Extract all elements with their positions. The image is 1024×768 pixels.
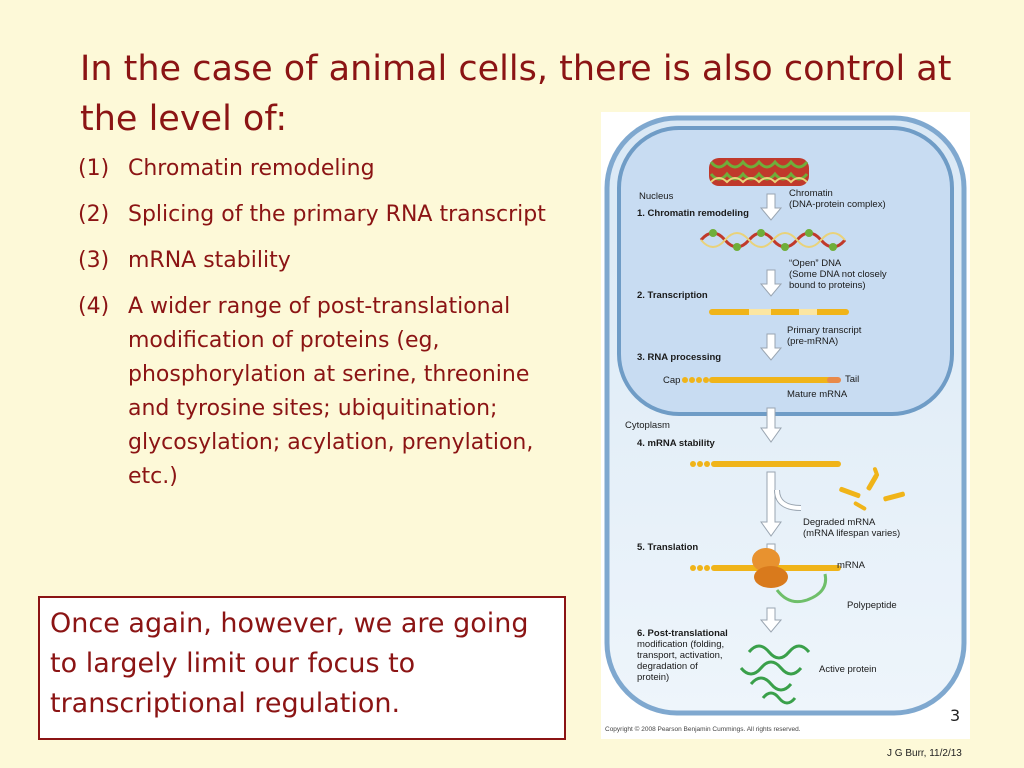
label-step6: 6. Post-translational [637,628,728,639]
label-degraded-mrna: Degraded mRNA [803,517,876,528]
primary-transcript-bar [709,309,849,315]
label-step5: 5. Translation [637,542,698,553]
nucleus-outline [617,126,954,416]
label-mature-mrna: Mature mRNA [787,389,848,400]
label-polypeptide: Polypeptide [847,600,897,611]
label-chromatin-sub: (DNA-protein complex) [789,199,886,210]
stable-mrna-icon [690,461,841,467]
copyright-text: Copyright © 2008 Pearson Benjamin Cummin… [605,725,801,733]
item-text: Splicing of the primary RNA transcript [128,202,546,227]
label-degraded-mrna-sub: (mRNA lifespan varies) [803,528,900,539]
label-mrna: mRNA [837,560,866,571]
label-primary-transcript: Primary transcript [787,325,862,336]
label-tail: Tail [845,374,859,385]
item-text: A wider range of post-translational modi… [128,294,534,489]
process-arrows [759,193,783,633]
label-cytoplasm: Cytoplasm [625,420,670,431]
chromatin-icon [709,158,809,186]
item-text: Chromatin remodeling [128,156,375,181]
label-cap: Cap [663,375,680,386]
label-step6-4: degradation of [637,661,698,672]
label-open-dna-3: bound to proteins) [789,280,866,291]
label-open-dna-2: (Some DNA not closely [789,269,887,280]
list-item: (2) Splicing of the primary RNA transcrip… [78,198,548,232]
list-item: (4) A wider range of post-translational m… [78,290,548,494]
active-protein-icon [739,644,811,705]
list-item: (1) Chromatin remodeling [78,152,548,186]
label-chromatin: Chromatin [789,188,833,199]
label-nucleus: Nucleus [639,191,674,202]
label-step6-3: transport, activation, [637,650,723,661]
item-number: (2) [78,202,110,227]
label-pre-mrna: (pre-mRNA) [787,336,838,347]
list-item: (3) mRNA stability [78,244,548,278]
label-step2: 2. Transcription [637,290,708,301]
ribosome-translation-icon [690,548,841,604]
focus-note-box: Once again, however, we are going to lar… [38,596,566,740]
bullet-list: (1) Chromatin remodeling (2) Splicing of t… [78,152,548,506]
mature-mrna-icon [682,377,841,383]
page-number: 3 [950,706,961,725]
item-number: (4) [78,294,110,319]
label-step3: 3. RNA processing [637,352,721,363]
item-text: mRNA stability [128,248,291,273]
label-step6-2: modification (folding, [637,639,724,650]
label-open-dna: “Open” DNA [789,258,842,269]
gene-regulation-figure: Nucleus 1. Chromatin remodeling Chromati… [601,112,970,739]
open-dna-icon [699,229,847,251]
slide-title: In the case of animal cells, there is al… [80,49,952,139]
footer-author: J G Burr, 11/2/13 [887,748,962,759]
label-active-protein: Active protein [819,664,877,675]
label-step1: 1. Chromatin remodeling [637,208,749,219]
degraded-mrna-icon [839,467,905,511]
item-number: (3) [78,248,110,273]
item-number: (1) [78,156,110,181]
label-step6-5: protein) [637,672,669,683]
figure-canvas: Nucleus 1. Chromatin remodeling Chromati… [604,115,967,733]
label-step4: 4. mRNA stability [637,438,715,449]
